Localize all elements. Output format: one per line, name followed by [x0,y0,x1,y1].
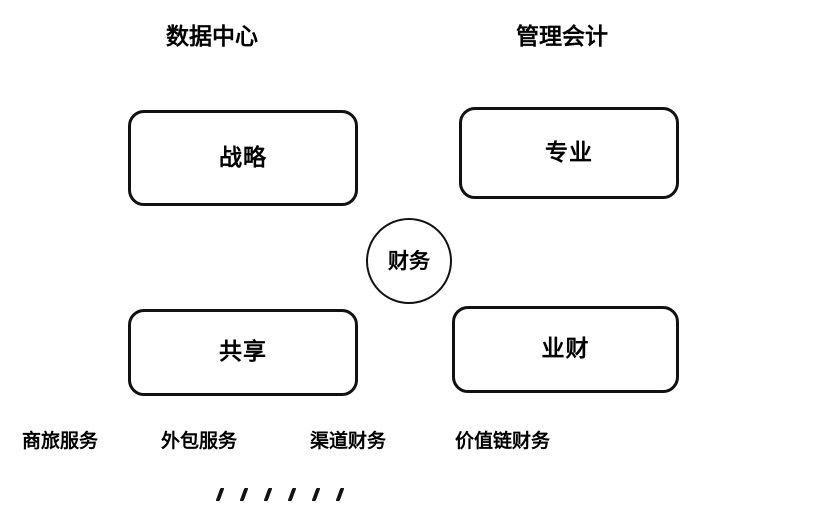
service-label-business-travel-service: 商旅服务 [22,430,99,452]
node-finance-label: 财务 [388,248,430,273]
tick-mark-icon [239,488,249,501]
service-label-outsourcing-service: 外包服务 [161,430,238,452]
tick-mark-icon [215,488,225,501]
service-label-value-chain-finance: 价值链财务 [455,430,551,452]
node-business-finance[interactable]: 业财 [452,306,679,393]
service-label-channel-finance: 渠道财务 [310,430,387,452]
column-header-data-center: 数据中心 [166,24,258,50]
column-header-management-accounting: 管理会计 [516,24,608,50]
node-strategy[interactable]: 战略 [128,110,358,206]
node-professional-label: 专业 [545,139,593,166]
tick-mark-icon [335,488,345,501]
tick-mark-icon [311,488,321,501]
node-shared[interactable]: 共享 [128,309,358,396]
node-shared-label: 共享 [219,339,267,365]
tick-mark-icon [263,488,273,501]
node-business-finance-label: 业财 [541,336,590,362]
node-professional[interactable]: 专业 [459,107,679,199]
tick-mark-row [215,488,345,501]
node-strategy-label: 战略 [219,144,267,171]
tick-mark-icon [287,488,297,501]
node-finance-circle[interactable]: 财务 [366,218,452,304]
